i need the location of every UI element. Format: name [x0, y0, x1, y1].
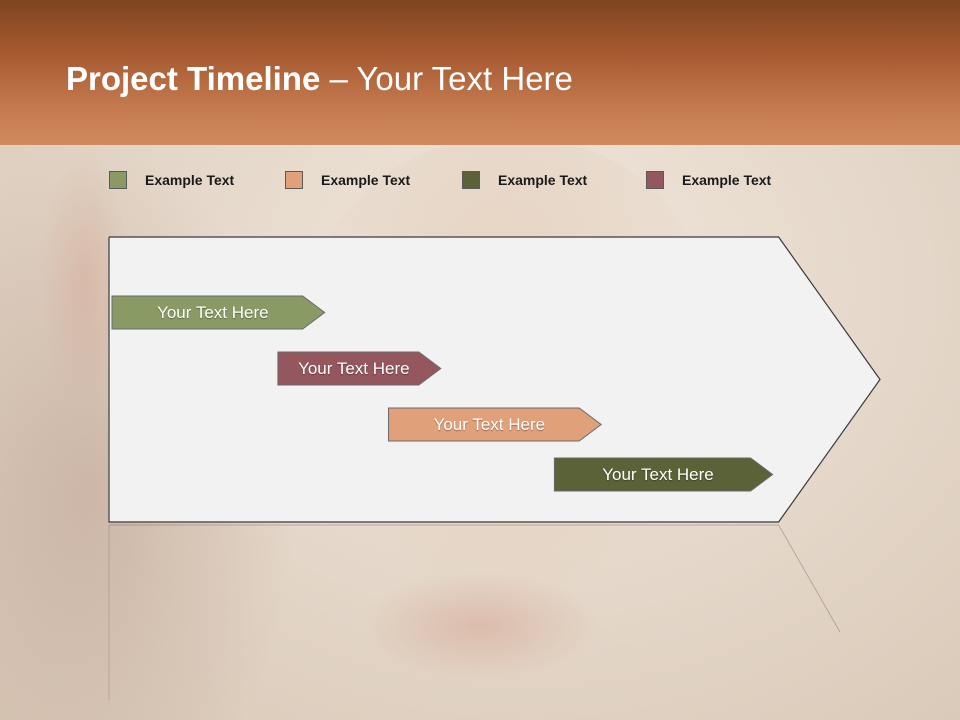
reflection-line	[109, 524, 841, 633]
timeline-reflection	[108, 524, 841, 700]
title-bold: Project Timeline	[66, 60, 321, 97]
legend-item-1: Example Text	[109, 170, 234, 190]
header-band: Project Timeline – Your Text Here	[0, 0, 960, 145]
legend-label-1: Example Text	[145, 172, 235, 188]
task-bar-label-2: Your Text Here	[298, 358, 410, 378]
task-bar-label-1: Your Text Here	[157, 302, 269, 322]
task-bar-3	[388, 407, 603, 442]
legend-label-3: Example Text	[498, 172, 588, 188]
task-bar-4	[553, 457, 774, 492]
task-bars	[111, 295, 774, 492]
legend-item-4: Example Text	[646, 170, 771, 190]
task-bar-2	[277, 351, 442, 386]
task-bar-1	[111, 295, 326, 330]
task-bar-label-3: Your Text Here	[433, 414, 546, 434]
slide-title: Project Timeline – Your Text Here	[66, 60, 573, 98]
legend-item-3: Example Text	[462, 170, 587, 190]
legend-swatch-3	[462, 171, 480, 189]
title-rest: – Your Text Here	[320, 60, 573, 97]
legend-swatch-2	[285, 171, 303, 189]
arrow-outline	[108, 236, 881, 523]
legend-label-4: Example Text	[682, 172, 772, 188]
legend-item-2: Example Text	[285, 170, 410, 190]
task-bar-label-4: Your Text Here	[602, 464, 714, 484]
legend-label-2: Example Text	[321, 172, 411, 188]
legend-swatch-1	[109, 171, 127, 189]
legend-swatch-4	[646, 171, 664, 189]
